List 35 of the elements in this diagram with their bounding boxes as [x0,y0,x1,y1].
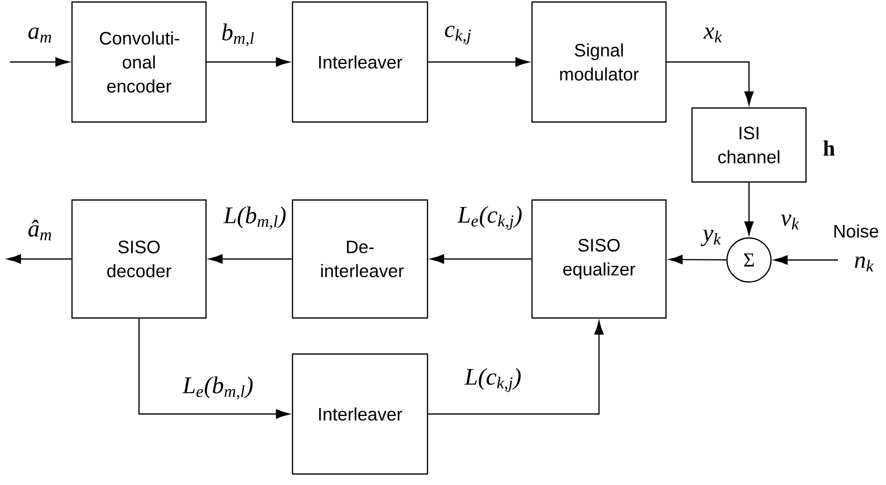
process-box: Signal modulator [531,1,667,123]
arrow [666,61,754,106]
arrow [774,255,838,265]
arrow [428,57,530,67]
arrow [208,254,292,264]
edge-label: a$_{m}$ [28,28,52,43]
process-box: Convoluti- onal encoder [71,1,207,123]
signal-label: Noise [834,224,878,238]
process-box: Interleaver [292,353,428,475]
arrow [10,57,70,67]
arrow [428,320,604,415]
arrow [668,254,726,264]
process-box: SISO equalizer [531,199,667,319]
edge-label: â$_{m}$ [28,220,52,240]
edge-label: n$_{k}$ [854,256,874,272]
process-box: De- interleaver [292,199,428,319]
process-box: Interleaver [292,1,428,123]
arrow [138,318,290,419]
edge-label: L$_{e}$(b$_{m,l}$) [182,376,253,400]
edge-label: L(b$_{m,l}$) [223,206,286,230]
channel-symbol: h [823,140,835,156]
edge-label: L$_{e}$(c$_{k,j}$) [457,206,522,230]
edge-label: x$_{k}$ [703,28,722,42]
edge-label: L(c$_{k,j}$) [464,368,521,392]
edge-label: y$_{k}$ [700,230,722,246]
edge-label: v$_{k}$ [781,214,800,230]
arrow [430,254,532,264]
edge-label: b$_{m,l}$ [222,24,254,46]
arrow [206,57,290,67]
edge-label: c$_{k,j}$ [445,26,471,44]
arrow [744,182,754,236]
summing-junction: Σ [726,237,772,283]
process-box: SISO decoder [71,199,207,319]
process-box: ISI channel [691,107,807,183]
arrow [7,254,72,264]
